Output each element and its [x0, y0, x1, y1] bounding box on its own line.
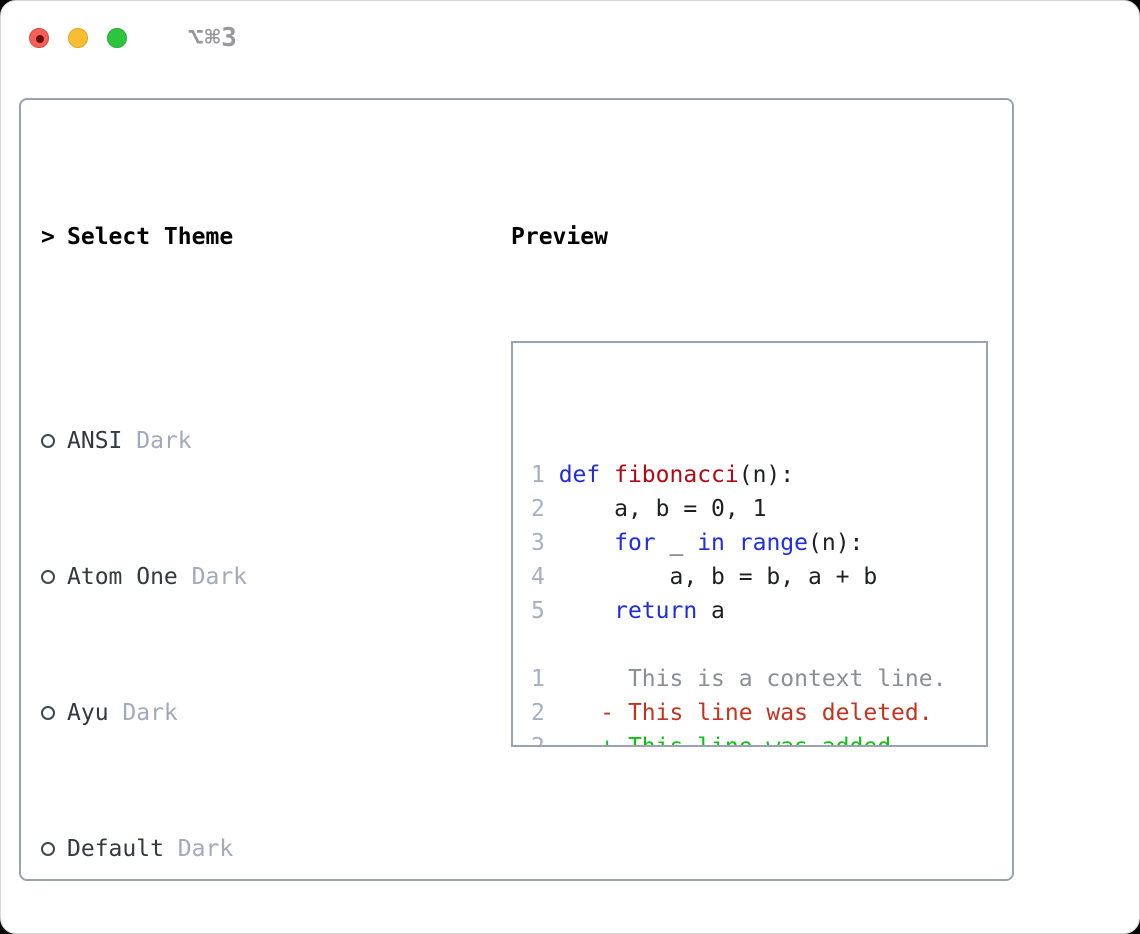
option-label: Default	[67, 836, 164, 862]
cursor-indicator: >	[41, 224, 55, 250]
preview-box: 1 def fibonacci(n): 2 a, b = 0, 1 3 for _ …	[511, 341, 988, 747]
radio-icon	[41, 434, 55, 448]
radio-icon	[41, 706, 55, 720]
preview-header: Preview	[511, 224, 608, 250]
option-variant: Dark	[163, 836, 234, 862]
theme-option-default[interactable]: Default Dark	[41, 832, 511, 866]
theme-option-ayu[interactable]: Ayu Dark	[41, 696, 511, 730]
select-theme-header: Select Theme	[67, 224, 234, 250]
option-variant: Dark	[122, 428, 192, 454]
titlebar: ⌥⌘3	[1, 1, 1139, 53]
code-preview: 1 def fibonacci(n): 2 a, b = 0, 1 3 for _ …	[531, 458, 986, 747]
blank-line	[531, 628, 986, 662]
theme-selector-column: > Select Theme ANSI Dark Atom One Dark A…	[41, 152, 511, 879]
option-variant: Dark	[177, 564, 248, 590]
zoom-button[interactable]	[107, 28, 127, 48]
code-line: 1 def fibonacci(n):	[531, 462, 795, 488]
option-label: Ayu	[67, 700, 109, 726]
code-line: 4 a, b = b, a + b	[531, 564, 878, 590]
window-title: ⌥⌘3	[188, 23, 238, 53]
main-panel: > Select Theme ANSI Dark Atom One Dark A…	[19, 98, 1014, 881]
minimize-button[interactable]	[68, 28, 88, 48]
theme-list: ANSI Dark Atom One Dark Ayu Dark Default…	[41, 356, 511, 933]
code-line: 5 return a	[531, 598, 725, 624]
option-variant: Dark	[108, 700, 178, 726]
select-theme-header-row: > Select Theme	[41, 220, 511, 254]
code-line: 2 a, b = 0, 1	[531, 496, 767, 522]
preview-column: Preview 1 def fibonacci(n): 2 a, b = 0, 1…	[511, 152, 1012, 879]
code-line: 3 for _ in range(n):	[531, 530, 864, 556]
close-button[interactable]	[29, 28, 49, 48]
theme-option-atom-one[interactable]: Atom One Dark	[41, 560, 511, 594]
code-line: 2 + This line was added.	[531, 734, 905, 747]
radio-icon	[41, 842, 55, 856]
theme-option-ansi[interactable]: ANSI Dark	[41, 424, 511, 458]
unsaved-dot-icon	[36, 35, 44, 43]
code-line: 2 - This line was deleted.	[531, 700, 933, 726]
option-label: ANSI	[67, 428, 123, 454]
option-label: Atom One	[67, 564, 178, 590]
code-line: 1 This is a context line.	[531, 666, 947, 692]
radio-icon	[41, 570, 55, 584]
